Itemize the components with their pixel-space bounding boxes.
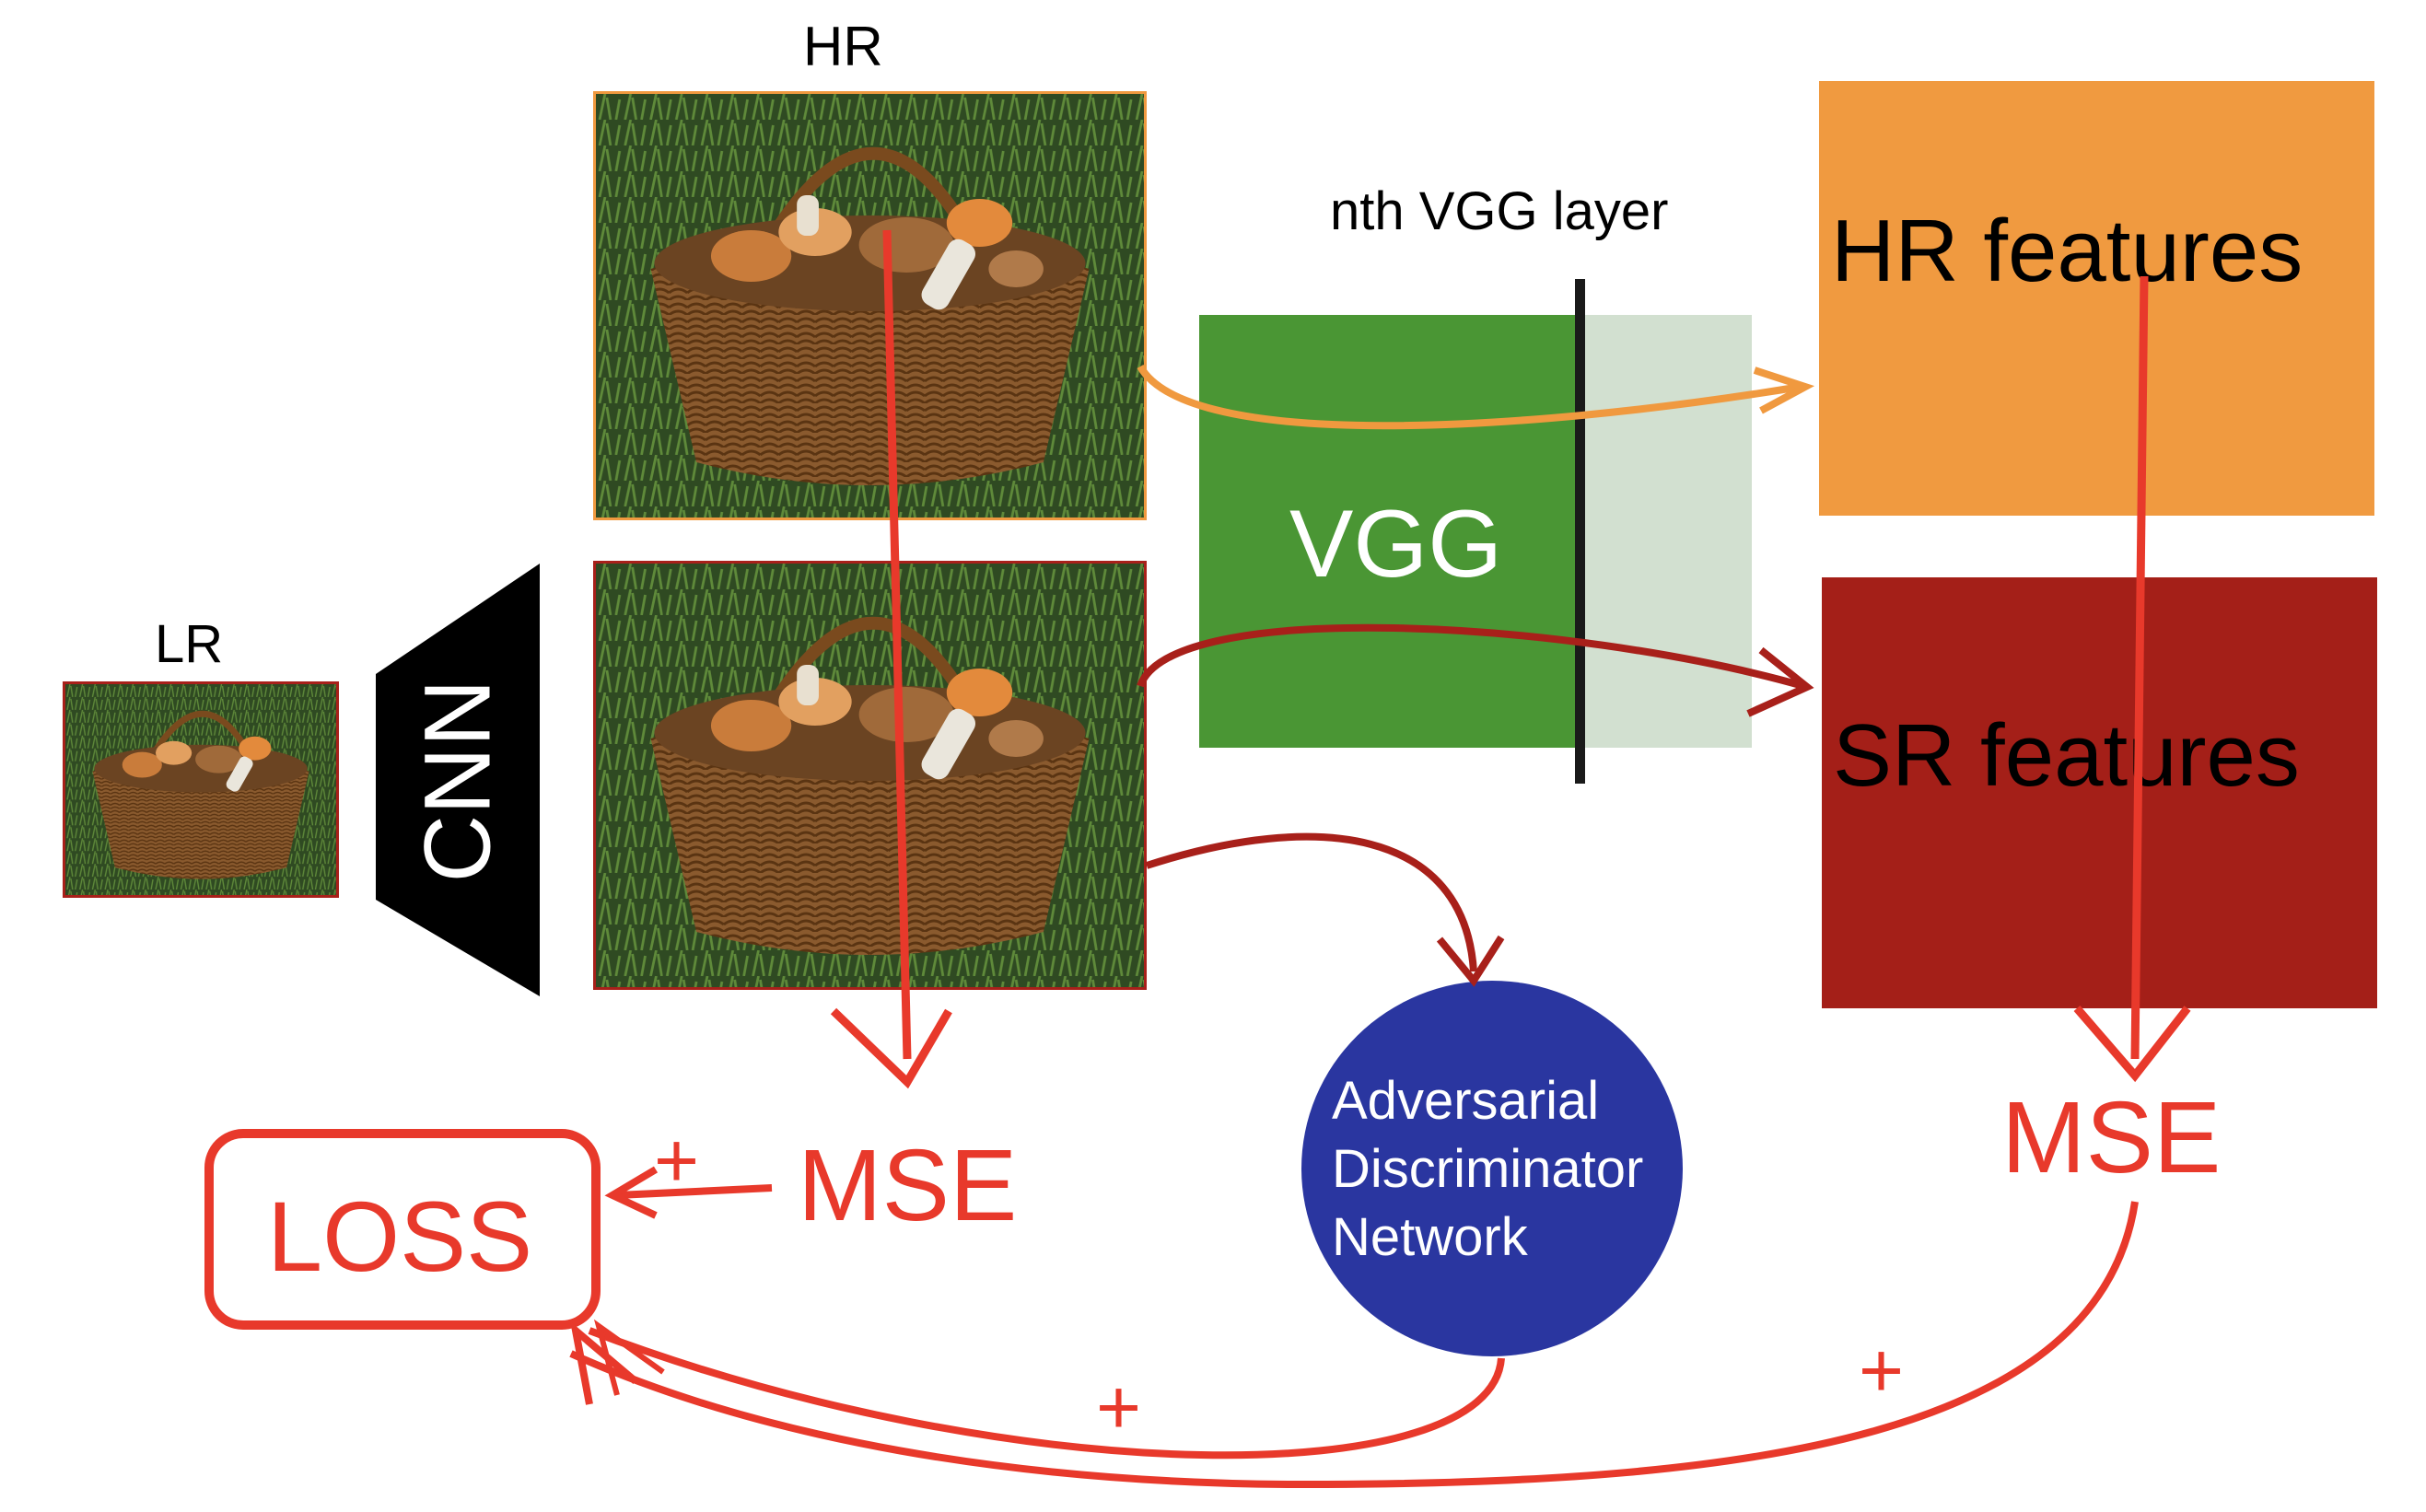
mse-to-loss-arrowhead	[604, 1166, 659, 1219]
plus-discriminator: +	[1096, 1364, 1142, 1450]
sr-features-label: SR features	[1833, 706, 2300, 805]
vgg-label: VGG	[1289, 491, 1503, 598]
hr-features-box	[1819, 81, 2374, 516]
feature-mse-arrowhead	[2073, 1006, 2191, 1083]
discriminator-to-loss-arrow	[588, 1327, 1505, 1460]
pixel-mse-arrowhead	[830, 1007, 952, 1089]
lr-image	[63, 681, 339, 898]
loss-label: LOSS	[267, 1181, 533, 1292]
plus-feature-mse: +	[1859, 1327, 1905, 1413]
loss-bottom-arrowhead-2	[593, 1319, 665, 1396]
loss-bottom-arrowhead	[569, 1320, 638, 1405]
hr-label: HR	[803, 16, 883, 77]
plus-mse: +	[654, 1117, 700, 1204]
vgg-layer-label: nth VGG layer	[1330, 181, 1669, 241]
sr-to-discriminator-arrow	[1145, 832, 1477, 972]
lr-label: LR	[155, 614, 224, 674]
sr-features-box	[1822, 577, 2377, 1008]
hr-image	[593, 91, 1147, 520]
cnn-label: CNN	[404, 679, 510, 883]
sr-image	[593, 561, 1147, 990]
vgg-remaining-layers	[1580, 315, 1752, 748]
discriminator-label-line1: Adversarial	[1332, 1071, 1600, 1131]
sr-to-discriminator-arrowhead	[1436, 935, 1505, 987]
vgg-layer-divider	[1575, 279, 1585, 784]
discriminator-label-line3: Network	[1332, 1207, 1528, 1267]
hr-features-label: HR features	[1831, 202, 2304, 300]
cnn-block	[376, 564, 540, 996]
discriminator-label-line2: Discriminator	[1332, 1139, 1644, 1199]
hr-to-features-arrowhead	[1753, 366, 1815, 414]
mse-pixel-label: MSE	[798, 1129, 1018, 1242]
sr-to-features-arrowhead	[1746, 646, 1814, 717]
mse-feature-label: MSE	[2001, 1081, 2222, 1194]
